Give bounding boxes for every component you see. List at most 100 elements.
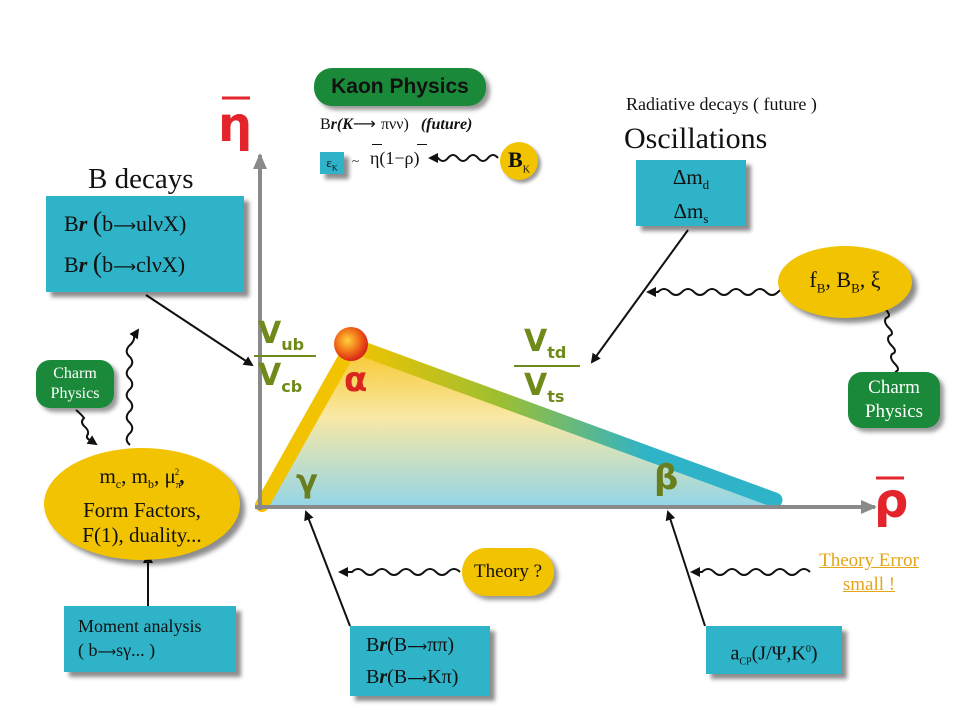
vcb-sub: cb xyxy=(281,377,303,396)
wavy-theory-error xyxy=(690,567,811,577)
vub-sub: ub xyxy=(281,335,305,354)
delta-md-text: Δm xyxy=(672,165,703,189)
charm-right-line2: Physics xyxy=(864,401,924,422)
beta-label: β xyxy=(654,458,679,498)
br-pipi-rest: ππ) xyxy=(427,634,455,656)
eta-axis-label: η xyxy=(218,97,253,153)
kaon-physics-title: Kaon Physics xyxy=(314,68,486,106)
bdecays-l1-quark: b xyxy=(102,211,114,236)
fb-bb-xi-ellipse: fB, BB, ξ xyxy=(778,246,912,318)
vtd-label: Vtd xyxy=(524,324,566,362)
delta-md: Δmd xyxy=(636,164,746,198)
bdecays-l2-paren: ( xyxy=(92,248,103,279)
vub-label: Vub xyxy=(258,316,304,354)
vts-sub: ts xyxy=(547,387,565,406)
vts-label: Vts xyxy=(524,368,564,406)
theory-ellipse: Theory ? xyxy=(462,548,554,596)
moment-arrow-icon: ⟶ xyxy=(97,645,117,660)
theory-error-line2: small ! xyxy=(842,574,896,595)
kaon-future: (future) xyxy=(420,116,473,133)
bdecays-title: B decays xyxy=(88,163,194,195)
oscillations-box: Δmd Δms xyxy=(636,160,746,226)
moment-line1: Moment analysis xyxy=(78,616,202,636)
br-pipi-line1: Br(B⟶ππ) xyxy=(366,630,490,662)
acp-rest: (J/Ψ,K xyxy=(751,642,806,665)
acp-a: a xyxy=(730,642,740,665)
acp-sub: CP xyxy=(739,656,752,668)
bdecays-l1-paren: ( xyxy=(92,207,103,238)
bdecays-l2-quark: b xyxy=(102,252,114,277)
alpha-label: α xyxy=(344,360,368,400)
moment-line2: ( b⟶sγ... ) xyxy=(78,638,236,665)
bk-b: B xyxy=(508,147,523,172)
kaon-br-rest: πνν) xyxy=(380,116,409,133)
oscillations-title: Oscillations xyxy=(624,122,768,155)
vub-v: V xyxy=(258,316,282,351)
br-pipi-b2: (B xyxy=(387,634,408,656)
br-kpi-rest: Kπ) xyxy=(427,666,459,688)
charm-physics-left: Charm Physics xyxy=(36,360,114,408)
moment-b: ( b xyxy=(78,640,98,660)
apex-point xyxy=(334,327,368,361)
eta-overbar-kaon xyxy=(372,144,382,145)
wavy-masses xyxy=(125,328,140,446)
mu-pi: , μ xyxy=(153,463,176,488)
acp-end: ) xyxy=(810,642,818,665)
bdecays-line1: Br (b⟶ulνX) xyxy=(64,204,244,245)
bdecays-line2: Br (b⟶clνX) xyxy=(64,245,244,286)
delta-ms: Δms xyxy=(636,198,746,232)
mc-sub: c xyxy=(115,477,122,492)
masses-line1: mc, mb, μπ2, xyxy=(82,460,201,498)
arrow-brpipi xyxy=(304,510,351,627)
bdecays-l2-rest: clνX) xyxy=(136,252,186,277)
br-pipi-r: r xyxy=(379,634,388,656)
unitarity-triangle xyxy=(262,345,775,505)
acp-sup: 0 xyxy=(805,644,811,655)
triangle-left-side xyxy=(255,338,359,512)
bdecays-l1-b: B xyxy=(64,211,79,236)
br-pipi-arrow-icon: ⟶ xyxy=(407,639,428,655)
xi-text: , ξ xyxy=(859,267,881,293)
moment-rest: sγ... ) xyxy=(116,640,156,660)
radiative-decays-text: Radiative decays ( future ) xyxy=(626,94,817,114)
vtd-sub: td xyxy=(547,343,567,362)
kaon-br-line: Br(K⟶ πνν) (future) xyxy=(320,114,472,134)
br-kpi-b: B xyxy=(366,666,380,688)
mc-m: m xyxy=(99,463,116,488)
br-kpi-b2: (B xyxy=(387,666,408,688)
bdecays-l2-arrow-icon: ⟶ xyxy=(113,257,137,276)
br-pipi-box: Br(B⟶ππ) Br(B⟶Kπ) xyxy=(350,626,490,696)
bb-sub: B xyxy=(851,280,860,296)
acp-box: aCP(J/Ψ,K0) xyxy=(706,626,842,674)
kaon-tilde: ~ xyxy=(352,153,360,168)
masses-comma: , xyxy=(179,463,185,488)
rho-axis-label: ρ xyxy=(874,473,909,529)
bk-circle: BK xyxy=(500,142,538,180)
arrow-acp xyxy=(665,510,706,627)
vcb-v: V xyxy=(258,358,282,393)
br-kpi-r: r xyxy=(379,666,388,688)
fb-f: f xyxy=(809,267,817,293)
rho-overbar-kaon xyxy=(417,144,427,145)
wavy-charm-right xyxy=(877,292,899,373)
charm-right-line1: Charm xyxy=(868,377,920,398)
theory-error-text: Theory Error small ! xyxy=(806,549,932,597)
mu-sup: 2 xyxy=(174,466,180,477)
bdecays-l2-r: r xyxy=(78,252,88,277)
bdecays-l2-b: B xyxy=(64,252,79,277)
masses-line2: Form Factors, xyxy=(83,498,201,523)
epsilon-k-box: εK xyxy=(320,152,344,174)
mb-m: , m xyxy=(121,463,148,488)
kaon-br-arrow-icon: ⟶ xyxy=(352,114,381,133)
delta-md-sub: d xyxy=(702,177,710,193)
vcb-label: Vcb xyxy=(258,358,302,396)
masses-line3: F(1), duality... xyxy=(82,523,202,548)
mb-sub: b xyxy=(147,477,154,492)
br-kpi-arrow-icon: ⟶ xyxy=(407,671,428,687)
bdecays-l1-rest: ulνX) xyxy=(136,211,187,236)
fb-bb-xi-text: fB, BB, ξ xyxy=(809,267,880,296)
charm-physics-right: Charm Physics xyxy=(848,372,940,428)
bdecays-box: Br (b⟶ulνX) Br (b⟶clνX) xyxy=(46,196,244,292)
